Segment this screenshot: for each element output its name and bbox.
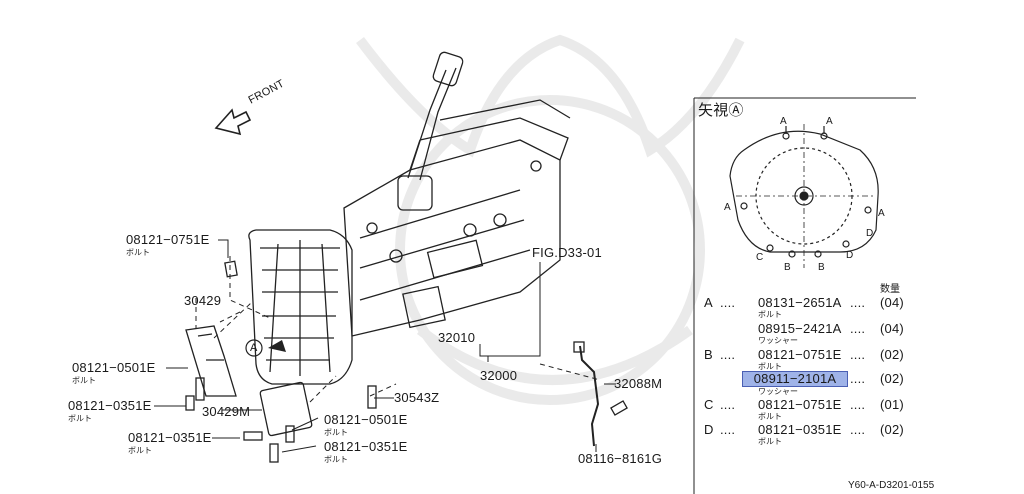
view-letter-b: B (818, 262, 825, 273)
callout-08121-0501e-mid[interactable]: 08121−0501E (324, 412, 408, 427)
detail-panel-frame (693, 97, 916, 494)
view-letter-a: A (878, 208, 885, 219)
callout-sub-bolt: ボルト (126, 248, 150, 257)
callout-sub-bolt: ボルト (68, 414, 92, 423)
row-dots: .... (720, 295, 736, 310)
view-letter-a: A (780, 116, 787, 127)
row-dots: .... (720, 347, 736, 362)
row-qty: (02) (880, 422, 904, 437)
qty-dots: .... (850, 295, 866, 310)
row-key: A (704, 295, 713, 310)
transmission-case (248, 51, 571, 385)
row-sub: ボルト (758, 437, 782, 446)
part-08121-0751e[interactable]: 08121−0751E (758, 347, 842, 362)
row-qty: (02) (880, 347, 904, 362)
qty-dots: .... (850, 321, 866, 336)
row-key: C (704, 397, 714, 412)
row-key: D (704, 422, 714, 437)
view-letter-a: A (826, 116, 833, 127)
fig-reference-link[interactable]: FIG.D33-01 (532, 245, 602, 260)
callout-sub-bolt: ボルト (128, 446, 152, 455)
part-08915-2421a[interactable]: 08915−2421A (758, 321, 842, 336)
view-letter-a: A (724, 202, 731, 213)
part-08911-2101a-selected[interactable]: 08911−2101A (742, 371, 848, 387)
row-key: B (704, 347, 713, 362)
row-qty: (04) (880, 295, 904, 310)
view-marker-circle (245, 339, 263, 357)
front-arrow-icon (214, 108, 252, 136)
qty-dots: .... (850, 371, 866, 386)
detail-housing-drawing (729, 124, 879, 268)
callout-32000[interactable]: 32000 (480, 368, 518, 383)
watermark-logo (356, 34, 745, 405)
callout-08116-8161g[interactable]: 08116−8161G (578, 451, 663, 466)
image-code: Y60-A-D3201-0155 (848, 480, 935, 491)
callout-30429[interactable]: 30429 (184, 293, 222, 308)
qty-dots: .... (850, 397, 866, 412)
qty-dots: .... (850, 422, 866, 437)
row-dots: .... (720, 422, 736, 437)
detail-title: 矢視Ⓐ (698, 102, 744, 119)
callout-08121-0351e-mid[interactable]: 08121−0351E (324, 439, 408, 454)
view-letter-b: B (784, 262, 791, 273)
callout-30429m[interactable]: 30429M (202, 404, 251, 419)
callout-32010[interactable]: 32010 (438, 330, 476, 345)
callout-08121-0351e-bottom[interactable]: 08121−0351E (128, 430, 212, 445)
row-sub: ボルト (758, 362, 782, 371)
row-sub: ボルト (758, 412, 782, 421)
leader-lines (195, 256, 601, 403)
callout-lines (154, 239, 616, 453)
row-dots: .... (720, 397, 736, 412)
row-qty: (01) (880, 397, 904, 412)
callout-sub-bolt: ボルト (72, 376, 96, 385)
callout-08121-0501e-left[interactable]: 08121−0501E (72, 360, 156, 375)
view-letter-d: D (846, 250, 854, 261)
view-arrow-icon (268, 340, 286, 352)
callout-08121-0351e-left[interactable]: 08121−0351E (68, 398, 152, 413)
view-letter-d: D (866, 228, 874, 239)
part-08131-2651a[interactable]: 08131−2651A (758, 295, 842, 310)
row-qty: (02) (880, 371, 904, 386)
mount-brackets (185, 260, 628, 463)
row-sub: ワッシャー (758, 387, 798, 396)
row-qty: (04) (880, 321, 904, 336)
callout-32088m[interactable]: 32088M (614, 376, 663, 391)
callout-30543z[interactable]: 30543Z (394, 390, 440, 405)
callout-08121-0751e[interactable]: 08121−0751E (126, 232, 210, 247)
part-08121-0351e-d[interactable]: 08121−0351E (758, 422, 842, 437)
qty-dots: .... (850, 347, 866, 362)
part-08121-0751e-c[interactable]: 08121−0751E (758, 397, 842, 412)
row-sub: ワッシャー (758, 336, 798, 345)
view-marker-label: A (250, 342, 258, 354)
qty-header: 数量 (880, 284, 900, 295)
callout-sub-bolt: ボルト (324, 455, 348, 464)
view-letter-c: C (756, 252, 764, 263)
row-sub: ボルト (758, 310, 782, 319)
callout-sub-bolt: ボルト (324, 428, 348, 437)
